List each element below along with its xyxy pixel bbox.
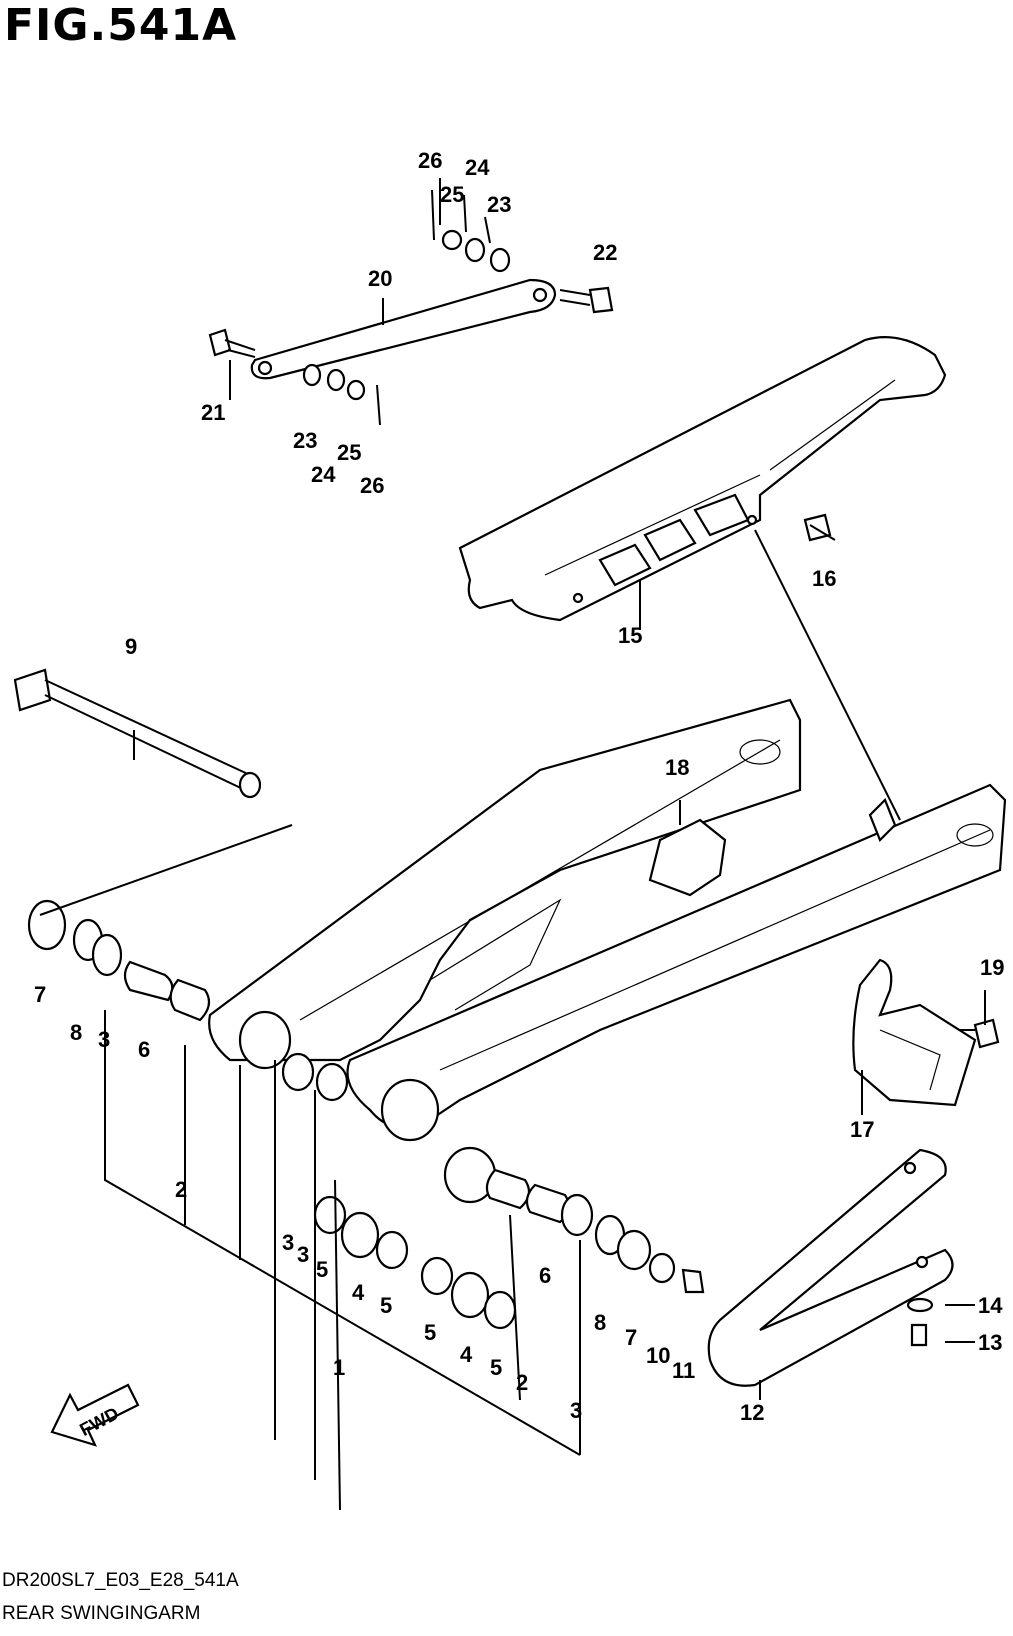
callout-labels: 26 24 25 23 22 20 21 23 24 25 26 16 15 9… (34, 148, 1004, 1425)
chain-guide-part (458, 336, 947, 622)
callout-5-b: 5 (380, 1293, 392, 1318)
callout-24-bottom: 24 (311, 462, 336, 487)
callout-14: 14 (978, 1293, 1003, 1318)
left-bearing-stack (27, 899, 517, 1330)
callout-3-right: 3 (570, 1398, 582, 1423)
callout-17: 17 (850, 1117, 874, 1142)
callout-8-right: 8 (594, 1310, 606, 1335)
callout-3-left: 3 (98, 1027, 110, 1052)
callout-7-right: 7 (625, 1325, 637, 1350)
callout-2-left: 2 (175, 1177, 187, 1202)
callout-25-top: 25 (440, 182, 464, 207)
callout-1: 1 (333, 1355, 345, 1380)
callout-26-top: 26 (418, 148, 442, 173)
callout-9: 9 (125, 634, 137, 659)
swingarm-body-part (208, 698, 1007, 1204)
callout-3-mid-b: 3 (297, 1242, 309, 1267)
callout-7-left: 7 (34, 982, 46, 1007)
callout-26-bottom: 26 (360, 473, 384, 498)
callout-8-left: 8 (70, 1020, 82, 1045)
callout-10: 10 (646, 1343, 670, 1368)
leader-lines (39, 178, 986, 1511)
callout-3-mid-a: 3 (282, 1230, 294, 1255)
callout-16: 16 (812, 566, 836, 591)
callout-24-top: 24 (465, 155, 490, 180)
callout-4-b: 4 (460, 1342, 473, 1367)
callout-5-d: 5 (490, 1355, 502, 1380)
callout-18: 18 (665, 755, 689, 780)
callout-2-right: 2 (516, 1370, 528, 1395)
torque-rod-part (208, 278, 614, 380)
callout-23-top: 23 (487, 192, 511, 217)
figure-title: FIG.541A (4, 0, 238, 51)
callout-23-bottom: 23 (293, 428, 317, 453)
callout-15: 15 (618, 623, 642, 648)
callout-20: 20 (368, 266, 392, 291)
callout-25-bottom: 25 (337, 440, 361, 465)
callout-4-a: 4 (352, 1280, 365, 1305)
callout-5-a: 5 (316, 1257, 328, 1282)
callout-22: 22 (593, 240, 617, 265)
callout-6-right: 6 (539, 1263, 551, 1288)
callout-5-c: 5 (424, 1320, 436, 1345)
callout-11: 11 (672, 1358, 695, 1383)
callout-21: 21 (201, 400, 225, 425)
callout-6-left: 6 (138, 1037, 150, 1062)
chain-buffer-part (707, 1148, 954, 1387)
guard-part (852, 958, 977, 1107)
callout-12: 12 (740, 1400, 764, 1425)
right-bearing-stack (485, 1168, 705, 1294)
section-name: REAR SWINGINGARM (2, 1603, 201, 1624)
callout-13: 13 (978, 1330, 1002, 1355)
pivot-bolt-part (13, 668, 262, 799)
fwd-arrow-icon: FWD (50, 1383, 140, 1447)
callout-19: 19 (980, 955, 1004, 980)
drawing-code: DR200SL7_E03_E28_541A (2, 1570, 239, 1591)
